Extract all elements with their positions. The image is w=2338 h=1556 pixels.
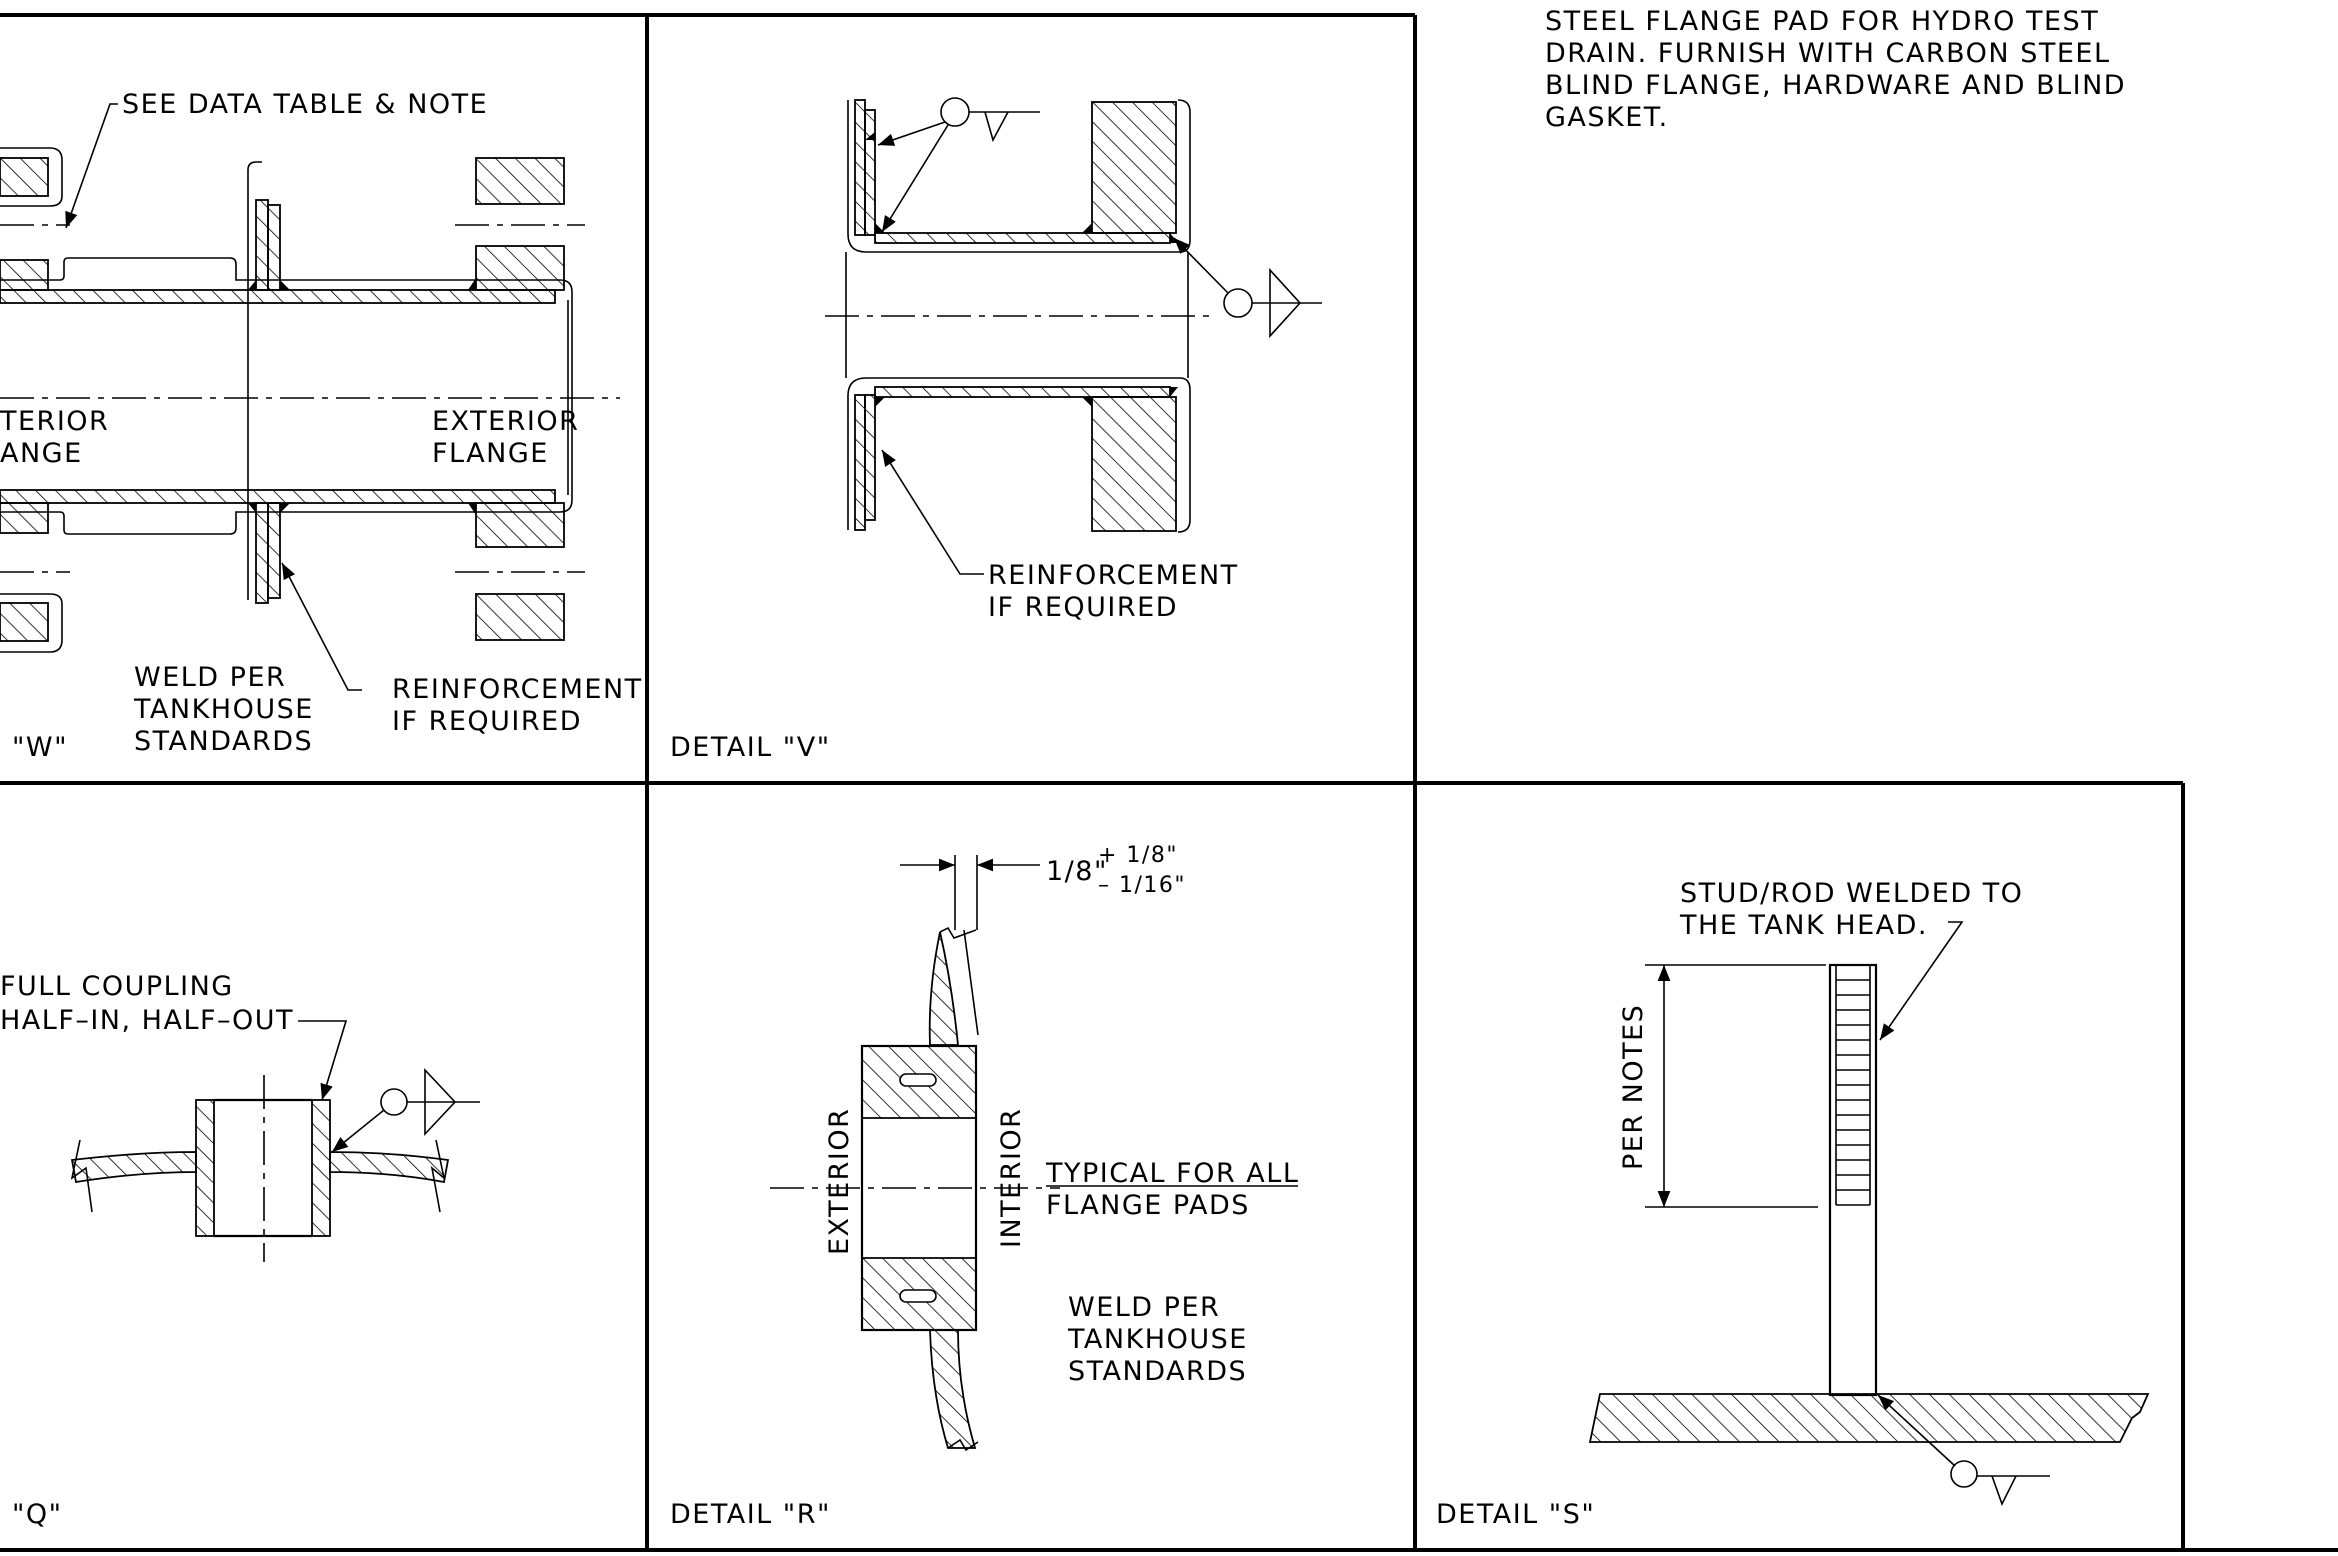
detail-q: FULL COUPLING HALF–IN, HALF–OUT "Q" (0, 971, 480, 1530)
detail-r-title: DETAIL "R" (670, 1499, 831, 1530)
exterior-flange-bolt-top (475, 157, 565, 205)
note-line-3: BLIND FLANGE, HARDWARE AND BLIND (1545, 70, 2126, 101)
detail-r-typical-label-1: TYPICAL FOR ALL (1045, 1158, 1299, 1189)
pipe-wall-bottom (0, 489, 556, 504)
detail-w: SEE DATA TABLE & NOTE TERIOR ANGE EXTERI… (0, 89, 643, 763)
detail-s-per-notes-label: PER NOTES (1618, 1004, 1649, 1170)
detail-v-reinforcement-label-2: IF REQUIRED (988, 592, 1178, 623)
note-line-2: DRAIN. FURNISH WITH CARBON STEEL (1545, 38, 2110, 69)
detail-r-weld-label-2: TANKHOUSE (1067, 1324, 1248, 1355)
detail-r-dim-plus: + 1/8" (1098, 843, 1178, 868)
detail-r-interior-label: INTERIOR (996, 1108, 1027, 1248)
v-reinf-lower (864, 394, 876, 521)
detail-r-weld-label-1: WELD PER (1068, 1292, 1220, 1323)
note-line-1: STEEL FLANGE PAD FOR HYDRO TEST (1545, 6, 2099, 37)
interior-flange-top (0, 157, 49, 197)
detail-q-title: "Q" (12, 1499, 63, 1530)
v-shell-upper (854, 99, 866, 236)
detail-q-coupling-label-2: HALF–IN, HALF–OUT (0, 1005, 294, 1036)
detail-w-data-table-callout: SEE DATA TABLE & NOTE (122, 89, 488, 120)
note-line-4: GASKET. (1545, 102, 1669, 133)
v-flange-lower (1091, 396, 1177, 532)
general-notes: STEEL FLANGE PAD FOR HYDRO TEST DRAIN. F… (1545, 6, 2126, 133)
detail-w-exterior-label-1: EXTERIOR (432, 406, 579, 437)
v-reinf-upper (864, 109, 876, 236)
shell-plate-upper (255, 199, 269, 291)
detail-w-weld-label-3: STANDARDS (134, 726, 313, 757)
v-flange-upper (1091, 101, 1177, 234)
detail-w-interior-label-1: TERIOR (0, 406, 109, 437)
detail-r-dim-base: 1/8" (1046, 856, 1108, 887)
detail-w-interior-label-2: ANGE (0, 438, 83, 469)
s-stud-rod (1828, 963, 1878, 1397)
detail-w-weld-label-1: WELD PER (134, 662, 286, 693)
detail-w-title: "W" (12, 732, 68, 763)
detail-w-weld-label-2: TANKHOUSE (133, 694, 314, 725)
detail-s-title: DETAIL "S" (1436, 1499, 1595, 1530)
pipe-wall-top (0, 289, 556, 304)
r-shell-lower (929, 1329, 977, 1449)
shell-plate-lower (255, 502, 269, 604)
detail-v-reinforcement-label-1: REINFORCEMENT (988, 560, 1239, 591)
detail-w-reinforcement-label-1: REINFORCEMENT (392, 674, 643, 705)
v-pipe-upper (874, 232, 1171, 244)
reinforcement-lower (267, 502, 281, 599)
v-pipe-lower (874, 386, 1171, 398)
sheet-frame (0, 13, 2338, 1552)
detail-r: 1/8" + 1/8" – 1/16" EXTERIOR INTERIOR TY… (670, 843, 1299, 1530)
detail-w-exterior-label-2: FLANGE (432, 438, 549, 469)
q-shell-right (329, 1151, 450, 1184)
s-tank-head-plate (1588, 1393, 2150, 1443)
detail-w-reinforcement-label-2: IF REQUIRED (392, 706, 582, 737)
q-coupling-wall-right (311, 1099, 331, 1237)
detail-s-stud-label-1: STUD/ROD WELDED TO (1680, 878, 2023, 909)
exterior-flange-hub-top (475, 245, 565, 291)
detail-s: PER NOTES STUD/ROD WELDED TO THE TANK HE… (1436, 878, 2150, 1530)
detail-v: REINFORCEMENT IF REQUIRED DETAIL "V" (670, 97, 1322, 763)
interior-flange-mid-bottom (0, 502, 49, 534)
detail-r-dim-minus: – 1/16" (1098, 873, 1186, 898)
reinforcement-upper (267, 204, 281, 291)
detail-q-coupling-label-1: FULL COUPLING (0, 971, 234, 1002)
detail-r-exterior-label: EXTERIOR (824, 1108, 855, 1255)
exterior-flange-hub-bottom (475, 502, 565, 548)
q-shell-left (70, 1151, 197, 1184)
detail-v-title: DETAIL "V" (670, 732, 831, 763)
interior-flange-mid-top (0, 259, 49, 291)
detail-s-stud-label-2: THE TANK HEAD. (1679, 910, 1928, 941)
q-coupling-wall-left (195, 1099, 215, 1237)
detail-r-weld-label-3: STANDARDS (1068, 1356, 1247, 1387)
detail-r-typical-label-2: FLANGE PADS (1046, 1190, 1250, 1221)
r-shell-upper (928, 931, 959, 1046)
s-stud-threads (1836, 979, 1870, 1206)
interior-flange-bottom (0, 602, 49, 642)
v-shell-lower (854, 394, 866, 531)
exterior-flange-bolt-bottom (475, 593, 565, 641)
